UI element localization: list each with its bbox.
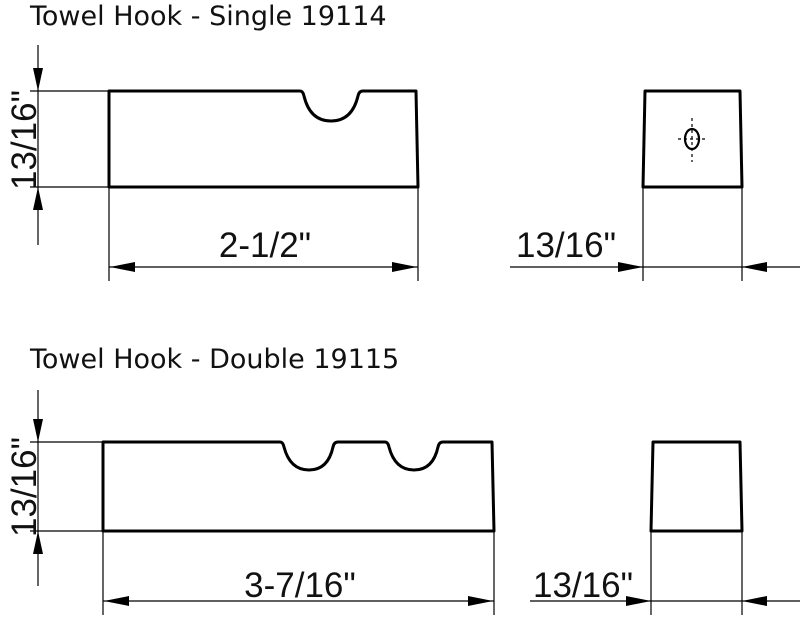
double-height-dimension: 13/16" (5, 390, 103, 586)
double-depth-label: 13/16" (533, 566, 633, 605)
single-length-label: 2-1/2" (219, 226, 311, 265)
double-side-view (649, 440, 744, 533)
double-front-view (101, 440, 496, 533)
double-length-label: 3-7/16" (244, 566, 356, 605)
single-depth-dimension: 13/16" (510, 187, 800, 281)
double-length-dimension: 3-7/16" (102, 531, 495, 615)
single-title: Towel Hook - Single 19114 (29, 1, 387, 32)
single-height-dimension: 13/16" (5, 45, 109, 245)
single-depth-label: 13/16" (516, 226, 616, 265)
double-hook-section: Towel Hook - Double 19115 13/16" 3-7/16" (5, 344, 800, 615)
single-height-label: 13/16" (5, 90, 44, 190)
single-hook-section: Towel Hook - Single 19114 13/16" 2-1/2" (5, 1, 800, 281)
single-front-view (107, 89, 420, 189)
double-depth-dimension: 13/16" (530, 531, 800, 615)
mounting-hole-icon (678, 118, 706, 162)
double-title: Towel Hook - Double 19115 (29, 344, 399, 375)
double-height-label: 13/16" (5, 437, 44, 537)
single-length-dimension: 2-1/2" (108, 187, 419, 281)
